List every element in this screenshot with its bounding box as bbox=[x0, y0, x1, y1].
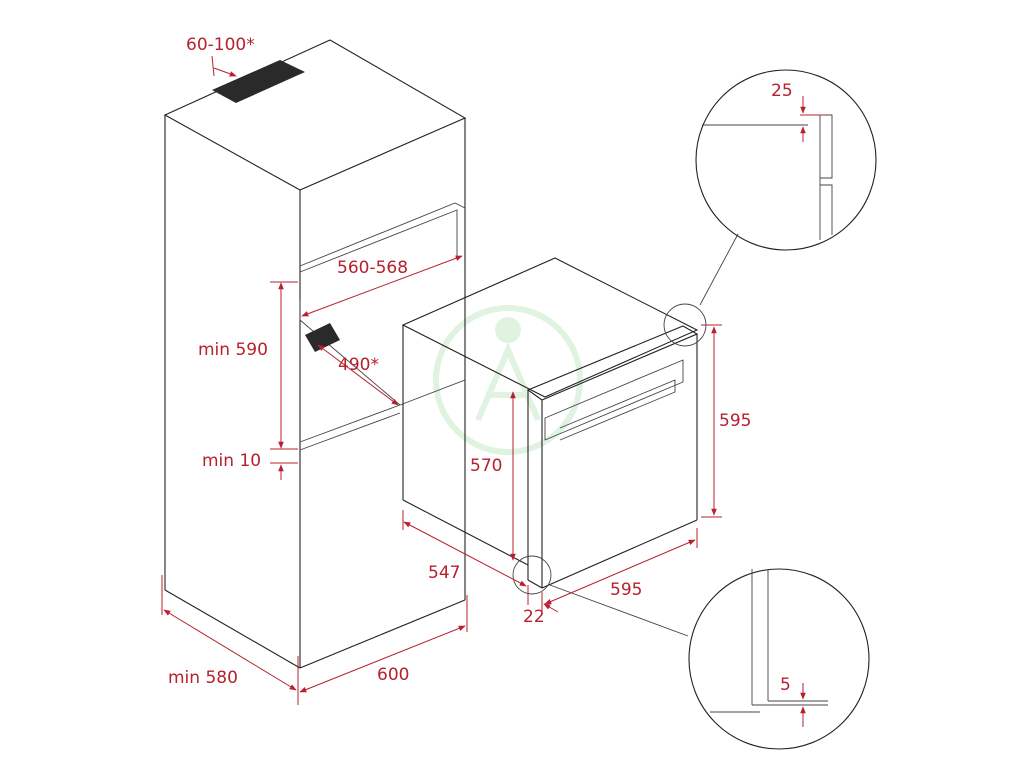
vent-depth-dimension bbox=[317, 344, 399, 406]
niche-width-dimension bbox=[301, 255, 463, 317]
detail-bottom-gap-label: 5 bbox=[780, 675, 791, 695]
top-vent-slot bbox=[212, 60, 305, 103]
vent-gap-label: 60-100* bbox=[186, 35, 255, 55]
detail-marker-bottom bbox=[512, 555, 552, 595]
detail-top-gap-label: 25 bbox=[771, 81, 793, 101]
base-gap-label: min 10 bbox=[202, 451, 261, 471]
logo-watermark-icon bbox=[433, 305, 583, 455]
niche-width-label: 560-568 bbox=[337, 258, 408, 278]
vent-depth-label: 490* bbox=[338, 355, 379, 375]
cabinet-width-dimension bbox=[299, 625, 466, 693]
oven-depth-dimension bbox=[403, 521, 527, 587]
detail-view-bottom bbox=[688, 568, 870, 750]
front-thickness-label: 22 bbox=[523, 607, 545, 627]
oven-height-label: 595 bbox=[719, 411, 751, 431]
cabinet-depth-label: min 580 bbox=[168, 668, 238, 688]
bottom-vent-slot bbox=[305, 323, 340, 352]
oven-body-height-label: 570 bbox=[470, 456, 502, 476]
detail-view-top bbox=[695, 69, 877, 251]
oven-width-dimension bbox=[544, 539, 696, 605]
cabinet-depth-dimension bbox=[163, 609, 297, 691]
vent-gap-dimension bbox=[211, 55, 215, 77]
oven-depth-label: 547 bbox=[428, 563, 460, 583]
front-thickness-dimension bbox=[543, 603, 559, 613]
oven-width-label: 595 bbox=[610, 580, 642, 600]
cabinet-width-label: 600 bbox=[377, 665, 409, 685]
niche-height-label: min 590 bbox=[198, 340, 268, 360]
